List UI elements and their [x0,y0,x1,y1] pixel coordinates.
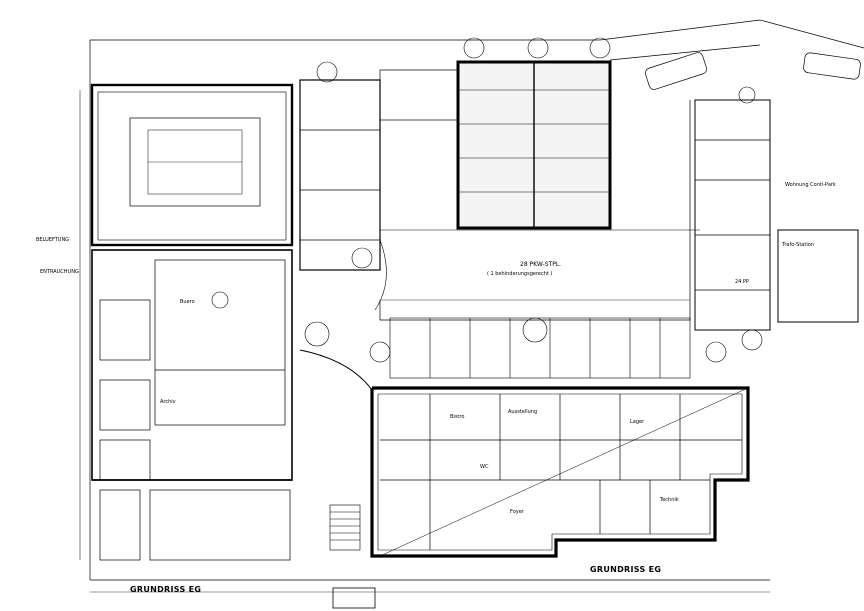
side-label-2: ENTRAUCHUNG [40,269,79,275]
hall-building [90,83,294,247]
side-label-1: BELUEFTUNG [36,237,70,243]
room-label-3: Foyer [510,509,524,515]
trafo-label: Trafo-Station [782,242,814,248]
pp-label: 24 PP [735,279,749,285]
wohnung-label: Wohnung Conti-Park [785,182,836,188]
garage-row [299,79,381,271]
parking-sublabel: ( 1 behinderungsgerecht ) [487,271,553,277]
access-road [299,349,373,391]
trees [211,37,763,363]
room-label-2: Bistro [450,414,465,420]
plan-title-right: GRUNDRISS EG [590,565,662,574]
plan-title-left: GRUNDRISS EG [130,585,202,594]
parking-stalls-row [389,317,691,379]
main-building-eg [370,386,750,558]
room-label-7: Buero [180,299,195,305]
site-boundary [90,19,864,49]
east-bays [694,99,771,331]
west-annex [91,249,293,481]
cars [645,52,861,90]
trafo-station [777,229,859,323]
room-label-1: Ausstellung [508,409,538,415]
north-marker-box [332,587,376,609]
parking-label: 28 PKW-STPL. [520,261,562,268]
room-label-8: Archiv [160,399,176,405]
room-label-6: Technik [660,497,679,503]
room-label-5: WC [480,464,489,470]
stair [329,504,361,551]
room-label-4: Lager [630,419,645,425]
